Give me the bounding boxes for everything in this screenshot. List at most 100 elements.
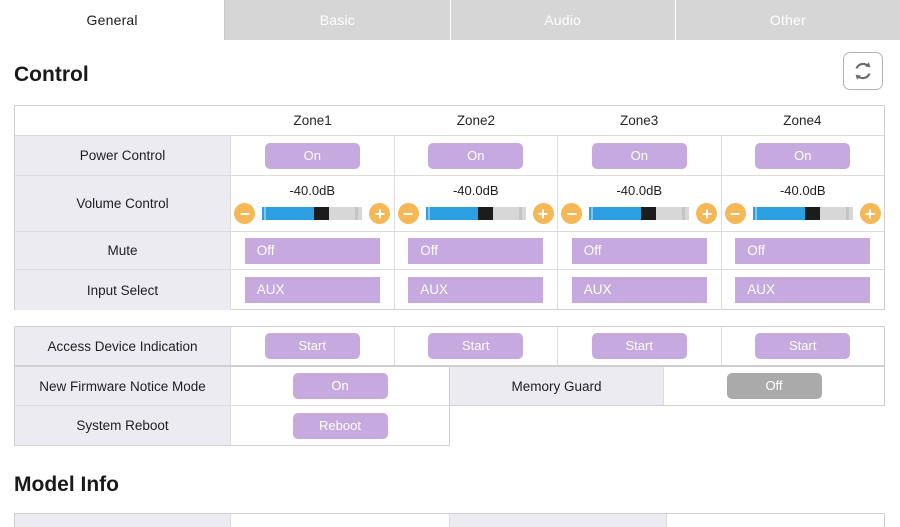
mute-zone1-cell: Off	[231, 232, 395, 269]
tab-audio[interactable]: Audio	[450, 0, 676, 40]
input-select-zone3-cell: AUX	[558, 270, 722, 310]
access-device-zone2-start-button[interactable]: Start	[428, 333, 524, 359]
new-firmware-notice-mode-cell: On	[231, 367, 449, 405]
input-select-zone4-cell: AUX	[722, 270, 885, 310]
access-device-zone4-start-button[interactable]: Start	[755, 333, 851, 359]
access-device-zone2-cell: Start	[395, 327, 558, 365]
input-select-zone2-select[interactable]: AUX	[408, 277, 544, 303]
refresh-button[interactable]	[843, 52, 883, 90]
system-reboot-cell: Reboot	[231, 406, 449, 445]
mute-zone3-cell: Off	[558, 232, 722, 269]
volume-zone4-increase-button[interactable]	[859, 203, 881, 224]
zone-header-3: Zone3	[619, 113, 659, 128]
access-device-indication-panel: Access Device Indication Start Start Sta…	[14, 326, 885, 366]
memory-guard-button[interactable]: Off	[726, 373, 822, 399]
power-control-zone1-cell: On	[231, 136, 395, 175]
tab-basic[interactable]: Basic	[225, 0, 451, 40]
tab-audio-label: Audio	[544, 12, 582, 28]
power-control-zone2-button[interactable]: On	[428, 142, 524, 169]
tab-general-label: General	[86, 12, 138, 28]
row-label-volume-control: Volume Control	[15, 176, 231, 231]
page-title-control: Control	[14, 63, 89, 86]
table-row-access-device-indication: Access Device Indication Start Start Sta…	[15, 327, 884, 365]
memory-guard-panel: Memory Guard Off	[450, 366, 885, 406]
volume-zone3-value: -40.0dB	[616, 183, 663, 198]
volume-zone4-value: -40.0dB	[779, 183, 826, 198]
access-device-zone3-start-button[interactable]: Start	[591, 333, 687, 359]
model-info-cell-1	[15, 514, 231, 527]
volume-zone3-decrease-button[interactable]	[561, 203, 583, 224]
tab-other-label: Other	[769, 12, 806, 28]
mute-zone4-select[interactable]: Off	[735, 237, 871, 264]
volume-zone1-cell: -40.0dB	[231, 176, 395, 231]
volume-zone4-decrease-button[interactable]	[724, 203, 746, 224]
row-label-input-select: Input Select	[15, 270, 231, 310]
volume-zone3-cell: -40.0dB	[558, 176, 722, 231]
page-title-model-info: Model Info	[14, 473, 119, 496]
zone-header-4: Zone4	[783, 113, 822, 128]
table-row-input-select: Input Select AUX AUX AUX AUX	[15, 270, 884, 310]
table-row-new-firmware-notice-mode: New Firmware Notice Mode On	[15, 367, 449, 406]
volume-zone2-slider[interactable]	[425, 207, 526, 220]
volume-zone4-slider[interactable]	[752, 207, 853, 220]
zone-header-row: Zone1 Zone2 Zone3 Zone4	[15, 106, 884, 136]
table-row-mute: Mute Off Off Off Off	[15, 232, 884, 270]
row-label-system-reboot: System Reboot	[15, 406, 231, 445]
volume-zone4-cell: -40.0dB	[722, 176, 885, 231]
volume-zone1-value: -40.0dB	[289, 183, 336, 198]
refresh-icon	[855, 62, 871, 80]
table-row-system-reboot: System Reboot Reboot	[15, 406, 449, 445]
table-row-volume-control: Volume Control -40.0dB -40	[15, 176, 884, 232]
volume-zone1-decrease-button[interactable]	[234, 203, 256, 224]
input-select-zone1-select[interactable]: AUX	[244, 277, 380, 303]
volume-zone2-increase-button[interactable]	[532, 203, 554, 224]
volume-zone2-cell: -40.0dB	[395, 176, 558, 231]
input-select-zone4-select[interactable]: AUX	[735, 277, 871, 303]
power-control-zone4-button[interactable]: On	[755, 142, 851, 169]
access-device-zone3-cell: Start	[558, 327, 722, 365]
tab-basic-label: Basic	[319, 12, 355, 28]
model-info-cell-2	[231, 514, 450, 527]
volume-zone3-increase-button[interactable]	[696, 203, 718, 224]
mute-zone2-select[interactable]: Off	[408, 237, 544, 264]
mute-zone1-select[interactable]: Off	[244, 237, 380, 264]
firmware-reboot-panel: New Firmware Notice Mode On System Reboo…	[14, 366, 450, 446]
power-control-zone4-cell: On	[722, 136, 885, 175]
mute-zone3-select[interactable]: Off	[571, 237, 707, 264]
volume-zone2-decrease-button[interactable]	[397, 203, 419, 224]
input-select-zone1-cell: AUX	[231, 270, 395, 310]
memory-guard-cell: Off	[664, 367, 884, 405]
tab-other[interactable]: Other	[675, 0, 900, 40]
row-label-power-control: Power Control	[15, 136, 231, 175]
volume-zone3-slider[interactable]	[589, 207, 690, 220]
zone-header-spacer	[15, 106, 231, 135]
input-select-zone3-select[interactable]: AUX	[571, 277, 707, 303]
new-firmware-notice-mode-button[interactable]: On	[292, 373, 388, 399]
zone-header-1: Zone1	[293, 113, 332, 128]
tab-bar: General Basic Audio Other	[0, 0, 900, 40]
row-label-new-firmware-notice-mode: New Firmware Notice Mode	[15, 367, 231, 405]
model-info-table	[14, 513, 885, 527]
model-info-cell-3	[450, 514, 667, 527]
row-label-access-device-indication: Access Device Indication	[15, 327, 231, 365]
power-control-zone2-cell: On	[395, 136, 558, 175]
input-select-zone2-cell: AUX	[395, 270, 558, 310]
power-control-zone3-button[interactable]: On	[591, 142, 687, 169]
mute-zone2-cell: Off	[395, 232, 558, 269]
access-device-zone1-cell: Start	[231, 327, 395, 365]
power-control-zone1-button[interactable]: On	[264, 142, 360, 169]
mute-zone4-cell: Off	[722, 232, 885, 269]
access-device-zone4-cell: Start	[722, 327, 885, 365]
row-label-memory-guard: Memory Guard	[450, 367, 664, 405]
volume-zone1-increase-button[interactable]	[369, 203, 391, 224]
control-table: Zone1 Zone2 Zone3 Zone4 Power Control On…	[14, 105, 885, 310]
row-label-mute: Mute	[15, 232, 231, 269]
access-device-zone1-start-button[interactable]: Start	[264, 333, 360, 359]
volume-zone1-slider[interactable]	[262, 207, 363, 220]
model-info-cell-4	[667, 514, 884, 527]
volume-zone2-value: -40.0dB	[452, 183, 499, 198]
tab-general[interactable]: General	[0, 0, 226, 40]
table-row-memory-guard: Memory Guard Off	[450, 367, 884, 405]
system-reboot-button[interactable]: Reboot	[292, 412, 388, 439]
